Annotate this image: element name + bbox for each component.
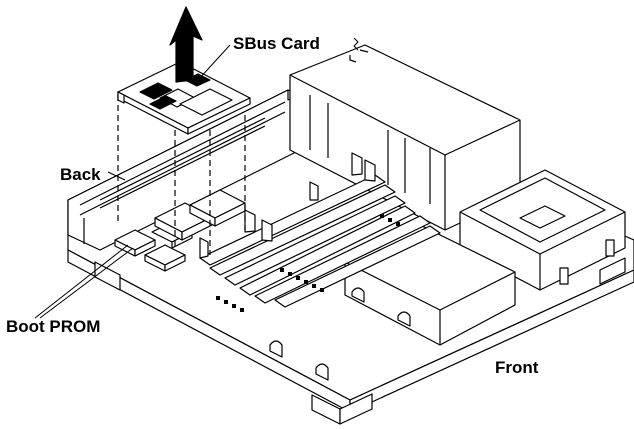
drive-bay-enclosure [289, 44, 521, 231]
break-mark-icon [353, 37, 359, 51]
sbus-card-leader [197, 44, 231, 81]
rear-panel [67, 89, 301, 251]
boot-prom-leader [34, 244, 129, 319]
front-label: Front [495, 358, 539, 377]
sbus-card-label: SBus Card [233, 34, 320, 53]
back-leader [107, 171, 126, 181]
sbus-card [117, 61, 251, 135]
back-label: Back [60, 165, 101, 184]
leader-lines [34, 44, 231, 319]
sbus-slot-projection [117, 95, 246, 255]
board-connectors [269, 340, 329, 381]
arrow-up-icon [169, 6, 203, 83]
boot-prom-label: Boot PROM [6, 317, 101, 336]
motherboard-chips [114, 189, 246, 272]
floppy-drive [459, 169, 626, 291]
simm-slots [199, 152, 441, 312]
slot-contacts [216, 214, 400, 312]
